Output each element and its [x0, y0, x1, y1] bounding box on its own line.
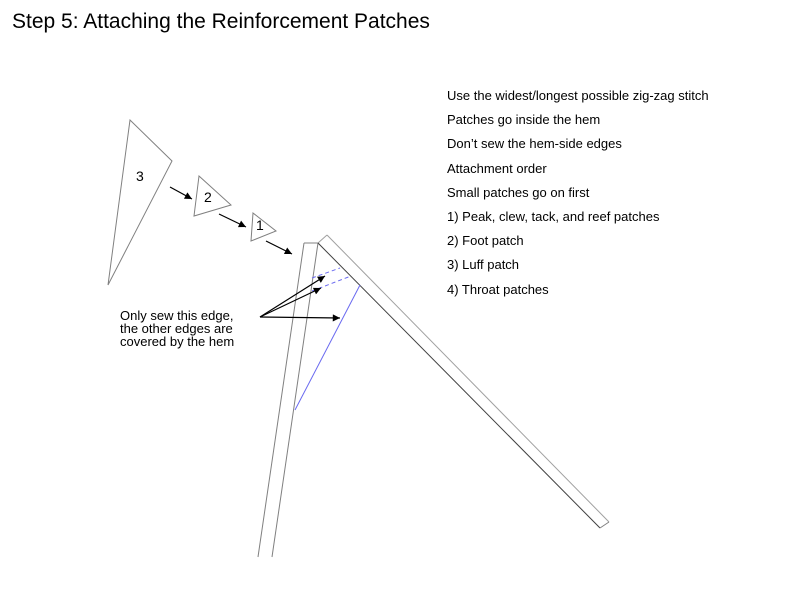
note-item: 1) Peak, clew, tack, and reef patches — [447, 208, 660, 224]
note-item: 4) Throat patches — [447, 281, 549, 297]
throat-patch-stitching — [294, 267, 361, 411]
patch-3-triangle — [107, 118, 173, 286]
patch-2-label: 2 — [204, 189, 212, 205]
note-item: Use the widest/longest possible zig-zag … — [447, 88, 709, 103]
order-arrow — [218, 213, 247, 228]
callout-line: covered by the hem — [120, 334, 235, 349]
patch-3-label: 3 — [136, 168, 144, 184]
note-item: 3) Luff patch — [447, 257, 520, 273]
patch-2-triangle — [193, 174, 232, 217]
page-title: Step 5: Attaching the Reinforcement Patc… — [12, 10, 430, 33]
note-item: Patches go inside the hem — [447, 112, 601, 128]
sail-luff-hem — [257, 242, 319, 558]
instruction-list: Use the widest/longest possible zig-zag … — [447, 88, 709, 306]
patch-1-label: 1 — [256, 217, 264, 233]
sail-head-hem — [317, 234, 610, 529]
callout-line: the other edges are — [120, 321, 233, 336]
order-arrow — [169, 186, 193, 200]
note-item: Attachment order — [447, 160, 547, 176]
callout-text: Only sew this edge, the other edges are … — [120, 309, 234, 348]
note-item: Small patches go on first — [447, 184, 590, 200]
callout-arrow — [259, 314, 341, 322]
note-item: 2) Foot patch — [447, 233, 524, 249]
callout-arrow — [259, 287, 322, 318]
note-item: Don’t sew the hem-side edges — [447, 136, 622, 152]
order-arrow — [265, 240, 293, 255]
callout-arrow — [259, 275, 326, 318]
callout-line: Only sew this edge, — [120, 308, 234, 323]
patch-1-triangle — [250, 212, 277, 242]
